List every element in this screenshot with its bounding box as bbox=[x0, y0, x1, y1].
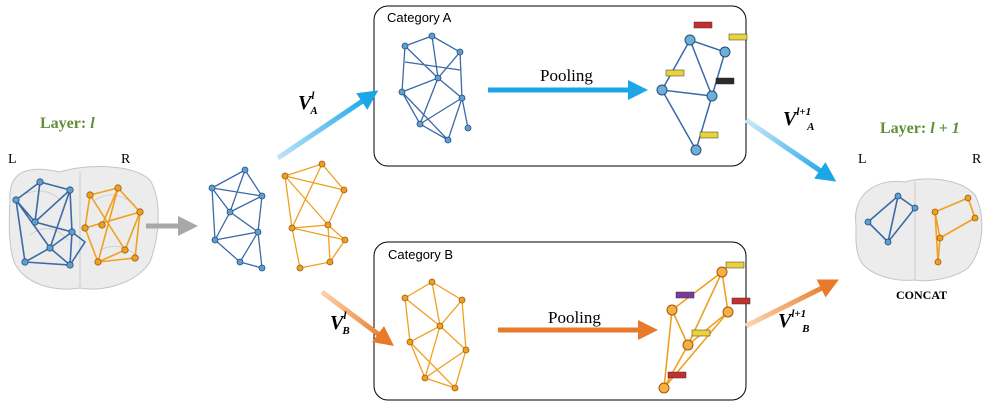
va-l-label: VlA bbox=[298, 90, 318, 117]
category-a-box bbox=[373, 5, 747, 167]
va-l1-label: Vl+1A bbox=[783, 106, 815, 133]
arrow-va-l1 bbox=[744, 117, 837, 182]
concat-label: CONCAT bbox=[896, 288, 948, 302]
category-b-nodes bbox=[401, 278, 470, 392]
layer-l-title: Layer: l bbox=[40, 115, 95, 132]
pooled-feature-bars-b bbox=[667, 261, 751, 379]
vb-l1-label: Vl+1B bbox=[778, 308, 810, 335]
category-b-graph bbox=[404, 281, 467, 389]
category-b-box bbox=[373, 241, 747, 401]
pooling-label-a: Pooling bbox=[540, 66, 593, 85]
arrow-vb-l1 bbox=[744, 279, 839, 329]
brain-right-icon bbox=[855, 178, 983, 282]
category-b-label: Category B bbox=[388, 247, 454, 262]
arrow-vb-l bbox=[320, 290, 394, 346]
category-a-nodes bbox=[398, 32, 472, 144]
vb-l-label: VlB bbox=[330, 310, 350, 337]
hemisphere-right-label-1: R bbox=[121, 152, 131, 167]
hemisphere-right-label-2: R bbox=[972, 152, 982, 167]
layer-l1-title: Layer: l + 1 bbox=[880, 120, 960, 137]
hemisphere-left-label-1: L bbox=[8, 152, 17, 167]
brain-left-nodes bbox=[12, 178, 144, 269]
brain-right-nodes bbox=[864, 192, 979, 266]
pooled-nodes-a bbox=[656, 34, 731, 156]
pooled-nodes-b bbox=[658, 266, 734, 394]
hemisphere-left-label-2: L bbox=[858, 152, 867, 167]
pooling-label-b: Pooling bbox=[548, 308, 601, 327]
middle-orange-graph bbox=[284, 163, 346, 269]
middle-blue-graph bbox=[211, 169, 263, 269]
arrow-va-l bbox=[276, 90, 379, 161]
middle-nodes bbox=[208, 160, 349, 272]
category-a-label: Category A bbox=[387, 10, 452, 25]
pooled-feature-bars-a bbox=[665, 21, 748, 139]
brain-left-orange-network bbox=[84, 187, 141, 264]
